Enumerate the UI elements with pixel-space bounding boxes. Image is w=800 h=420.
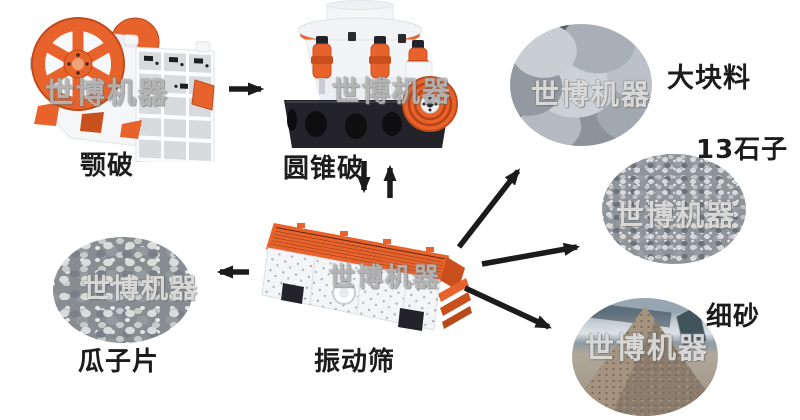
cone-pulley-icon [402,76,458,132]
jaw-left-bracket [34,102,60,126]
screen-side-panel [261,247,441,331]
arrow-screen-to-sand [463,285,552,330]
stone13-label: 13石子 [696,135,789,165]
jaw-right-bracket [191,79,215,111]
melon-seed-chips-label: 瓜子片 [78,347,160,377]
vibrating-screen-label: 振动筛 [314,347,396,377]
fine-sand-photo [572,298,718,416]
vibrating-screen-illustration [261,222,472,331]
arrow-screen-to-stone13 [481,242,581,267]
screen-motor-left [281,283,304,304]
fine-sand-label: 细砂 [706,302,761,332]
cone-crusher-illustration [284,0,458,148]
large-material-label: 大块料 [667,63,751,94]
melon-seed-chips-photo [53,237,193,343]
jaw-crusher-illustration [30,17,215,162]
jaw-crusher-label: 颚破 [80,151,135,181]
large-material-photo [510,24,652,146]
jaw-flywheel-icon [31,17,125,111]
screen-motor-right [398,308,424,331]
cone-crusher-label: 圆锥破 [283,154,365,184]
stone13-photo [602,154,746,264]
jaw-grid-panel [123,34,215,162]
